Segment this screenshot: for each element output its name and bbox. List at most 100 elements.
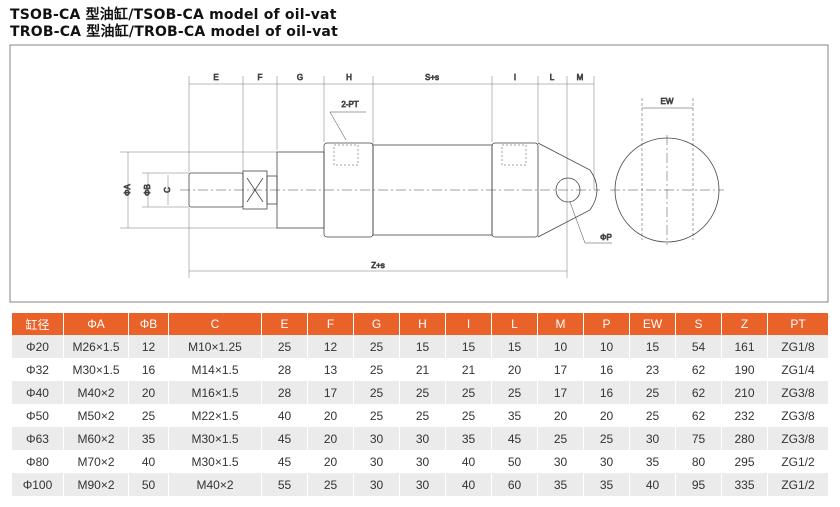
table-cell: 25 [446, 404, 491, 427]
table-cell: M30×1.5 [169, 427, 261, 450]
table-cell: 50 [129, 473, 168, 496]
table-cell: M14×1.5 [169, 358, 261, 381]
table-cell: 60 [492, 473, 537, 496]
table-cell: 23 [630, 358, 675, 381]
column-header: ΦA [64, 313, 128, 335]
table-cell: 40 [262, 404, 307, 427]
table-cell: 62 [676, 358, 721, 381]
rear-lug [537, 142, 598, 238]
table-cell: 20 [584, 404, 629, 427]
table-cell: 210 [722, 381, 767, 404]
table-cell: ZG1/8 [768, 335, 828, 358]
extension-lines [120, 76, 595, 278]
column-header: I [446, 313, 491, 335]
table-cell: M50×2 [64, 404, 128, 427]
table-cell: 25 [584, 427, 629, 450]
table-cell: 28 [262, 381, 307, 404]
table-cell: 45 [262, 427, 307, 450]
column-header: Z [722, 313, 767, 335]
table-cell: 30 [354, 427, 399, 450]
table-cell: M26×1.5 [64, 335, 128, 358]
dim-m: M [577, 73, 584, 82]
table-cell: 20 [308, 427, 353, 450]
table-cell: 40 [129, 450, 168, 473]
table-cell: 55 [262, 473, 307, 496]
table-cell: 25 [400, 404, 445, 427]
table-cell: M10×1.25 [169, 335, 261, 358]
column-header: P [584, 313, 629, 335]
table-cell: ZG1/2 [768, 473, 828, 496]
column-header: F [308, 313, 353, 335]
table-cell: M90×2 [64, 473, 128, 496]
table-cell: 295 [722, 450, 767, 473]
table-cell: ZG1/2 [768, 450, 828, 473]
table-cell: M30×1.5 [64, 358, 128, 381]
table-cell: 335 [722, 473, 767, 496]
table-cell: ZG3/8 [768, 427, 828, 450]
rear-cap [491, 142, 539, 238]
table-cell: 40 [446, 450, 491, 473]
table-cell: 40 [630, 473, 675, 496]
table-cell: 25 [354, 358, 399, 381]
table-cell: 62 [676, 404, 721, 427]
dim-f: F [258, 73, 263, 82]
table-cell: 20 [308, 450, 353, 473]
table-cell: Φ80 [12, 450, 63, 473]
table-cell: 25 [354, 335, 399, 358]
table-cell: 15 [630, 335, 675, 358]
table-cell: 25 [400, 381, 445, 404]
table-cell: 25 [630, 381, 675, 404]
table-cell: Φ50 [12, 404, 63, 427]
dim-l: L [550, 73, 555, 82]
table-cell: M40×2 [64, 381, 128, 404]
table-cell: 25 [129, 404, 168, 427]
dim-a: ΦA [123, 183, 132, 195]
table-cell: 25 [630, 404, 675, 427]
table-cell: 45 [492, 427, 537, 450]
table-cell: 25 [446, 381, 491, 404]
table-cell: 35 [630, 450, 675, 473]
table-cell: 190 [722, 358, 767, 381]
table-cell: 161 [722, 335, 767, 358]
table-cell: 17 [538, 381, 583, 404]
dim-ss: S+s [425, 73, 439, 82]
table-cell: 15 [400, 335, 445, 358]
dim-p: ΦP [600, 233, 612, 242]
column-header: M [538, 313, 583, 335]
table-cell: 25 [262, 335, 307, 358]
column-header: PT [768, 313, 828, 335]
table-cell: 35 [492, 404, 537, 427]
table-cell: 30 [354, 450, 399, 473]
table-cell: 21 [446, 358, 491, 381]
table-cell: 20 [538, 404, 583, 427]
table-cell: 12 [308, 335, 353, 358]
table-cell: 20 [308, 404, 353, 427]
table-cell: 20 [129, 381, 168, 404]
table-cell: M30×1.5 [169, 450, 261, 473]
table-cell: 30 [630, 427, 675, 450]
table-cell: 62 [676, 381, 721, 404]
table-cell: 25 [492, 381, 537, 404]
table-cell: 54 [676, 335, 721, 358]
table-cell: 30 [400, 427, 445, 450]
table-cell: 30 [538, 450, 583, 473]
dim-pt: 2-PT [341, 100, 358, 109]
drawing-frame [9, 44, 829, 303]
table-cell: 15 [446, 335, 491, 358]
table-cell: 30 [354, 473, 399, 496]
dim-b: ΦB [143, 184, 152, 196]
table-cell: Φ32 [12, 358, 63, 381]
title-trob: TROB-CA 型油缸/TROB-CA model of oil-vat [10, 24, 338, 40]
column-header: L [492, 313, 537, 335]
table-cell: 13 [308, 358, 353, 381]
dim-zs: Z+s [371, 261, 385, 270]
table-cell: ZG1/4 [768, 358, 828, 381]
table-cell: M22×1.5 [169, 404, 261, 427]
table-cell: ZG3/8 [768, 381, 828, 404]
table-cell: 35 [538, 473, 583, 496]
